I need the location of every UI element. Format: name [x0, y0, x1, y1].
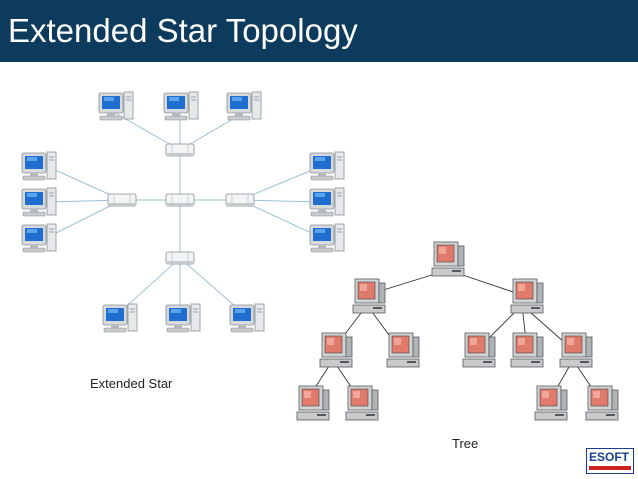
crt-computer-icon: [352, 278, 386, 314]
desktop-computer-icon: [309, 187, 345, 217]
crt-computer-icon: [585, 385, 619, 421]
desktop-computer-icon: [229, 303, 265, 333]
switch-icon: [165, 251, 195, 265]
tree-caption: Tree: [452, 436, 479, 451]
switch-icon: [225, 193, 255, 207]
crt-computer-icon: [510, 332, 544, 368]
tree-links: [306, 269, 601, 401]
crt-computer-icon: [559, 332, 593, 368]
logo-text: ESOFT: [589, 450, 630, 464]
desktop-computer-icon: [309, 223, 345, 253]
slide-title: Extended Star Topology: [8, 12, 358, 49]
star-links: [45, 112, 323, 315]
extended-star-caption: Extended Star: [90, 376, 173, 391]
desktop-computer-icon: [21, 223, 57, 253]
desktop-computer-icon: [309, 151, 345, 181]
crt-computer-icon: [431, 241, 465, 277]
switch-icon: [165, 193, 195, 207]
switch-icon: [107, 193, 137, 207]
crt-computer-icon: [510, 278, 544, 314]
title-bar: Extended Star Topology: [0, 0, 638, 62]
crt-computer-icon: [319, 332, 353, 368]
crt-computer-icon: [345, 385, 379, 421]
crt-computer-icon: [296, 385, 330, 421]
esoft-logo: ESOFT: [586, 448, 634, 474]
topology-diagram: [21, 91, 619, 421]
desktop-computer-icon: [226, 91, 262, 121]
desktop-computer-icon: [102, 303, 138, 333]
desktop-computer-icon: [163, 91, 199, 121]
desktop-computer-icon: [165, 303, 201, 333]
logo-stripe: [589, 466, 631, 470]
desktop-computer-icon: [98, 91, 134, 121]
crt-computer-icon: [534, 385, 568, 421]
crt-computer-icon: [462, 332, 496, 368]
desktop-computer-icon: [21, 187, 57, 217]
desktop-computer-icon: [21, 151, 57, 181]
crt-computer-icon: [386, 332, 420, 368]
switch-icon: [165, 143, 195, 157]
